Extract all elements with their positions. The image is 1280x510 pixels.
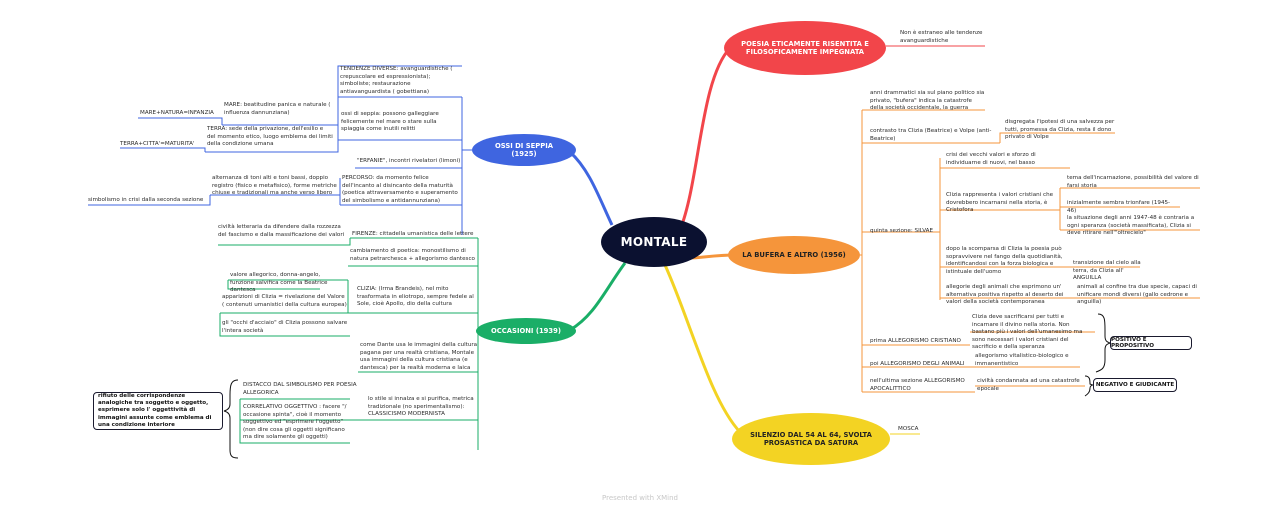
- branch-poesia[interactable]: POESIA ETICAMENTE RISENTITA E FILOSOFICA…: [724, 21, 886, 75]
- link-poesia: [678, 46, 732, 231]
- bufera-item-silvae[interactable]: quinta sezione: SILVAE: [870, 228, 934, 234]
- bufera-item-confine[interactable]: animali al confine tra due specie, capac…: [1077, 284, 1197, 306]
- ossi-item-maturita[interactable]: TERRA+CITTA'=MATURITA': [120, 141, 195, 147]
- positivo-box[interactable]: POSITIVO E PROPOSITIVO: [1110, 336, 1192, 350]
- occasioni-item-firenze[interactable]: FIRENZE: cittadella umanistica delle let…: [352, 231, 474, 237]
- branch-bufera[interactable]: LA BUFERA E ALTRO (1956): [728, 236, 860, 274]
- bufera-item-scomparsa[interactable]: dopo la scomparsa di Clizia la poesia pu…: [946, 246, 1063, 275]
- bufera-item-poi[interactable]: poi ALLEGORISMO DEGLI ANIMALI: [870, 361, 965, 367]
- bufera-item-ultima[interactable]: nell'ultima sezione ALLEGORISMO APOCALIT…: [870, 378, 965, 392]
- bufera-item-incarnazione[interactable]: tema dell'incarnazione, possibilità del …: [1067, 175, 1199, 189]
- bufera-item-contrasto[interactable]: contrasto tra Clizia (Beatrice) e Volpe …: [870, 128, 992, 142]
- occasioni-item-apparizioni[interactable]: apparizioni di Clizia = rivelazione del …: [222, 294, 347, 308]
- link-silenzio: [663, 264, 742, 434]
- ossi-item-tendenze[interactable]: TENDENZE DIVERSE: avanguardistiche ( cre…: [340, 66, 453, 95]
- bufera-item-sacrificio[interactable]: Clizia deve sacrificarsi per tutti e inc…: [972, 314, 1083, 351]
- rifiuto-box[interactable]: rifiuto delle corrispondenze analogiche …: [93, 392, 223, 430]
- bufera-item-allegorie[interactable]: allegorie degli animali che esprimono un…: [946, 284, 1064, 306]
- bufera-item-vitalistico[interactable]: allegorismo vitalistico-biologico e imma…: [975, 353, 1069, 367]
- occasioni-item-dante[interactable]: come Dante usa le immagini della cultura…: [360, 342, 478, 371]
- bufera-item-situazione[interactable]: la situazione degli anni 1947-48 è contr…: [1067, 215, 1195, 237]
- bracket-rifiuto: [223, 379, 239, 459]
- occasioni-item-clizia[interactable]: CLIZIA: (Irma Brandeis), nel mito trasfo…: [357, 286, 474, 308]
- bufera-item-anni[interactable]: anni drammatici sia sul piano politico s…: [870, 90, 985, 112]
- link-ossi: [568, 150, 614, 226]
- negativo-box[interactable]: NEGATIVO E GIUDICANTE: [1093, 378, 1177, 392]
- poesia-note[interactable]: Non è estraneo alle tendenze avanguardis…: [900, 30, 983, 44]
- ossi-item-infanzia[interactable]: MARE+NATURA=INFANZIA: [140, 110, 214, 116]
- ossi-item-alternanza[interactable]: alternanza di toni alti e toni bassi, do…: [212, 175, 337, 197]
- occasioni-item-cambiamento[interactable]: cambiamento di poetica: monostilismo di …: [350, 248, 475, 262]
- bufera-item-cristofora[interactable]: Clizia rappresenta i valori cristiani ch…: [946, 192, 1054, 214]
- silenzio-note[interactable]: MOSCA: [898, 426, 919, 432]
- ossi-item-mare[interactable]: MARE: beatitudine panica e naturale ( in…: [224, 102, 331, 116]
- occasioni-item-civilta[interactable]: civiltà letteraria da difendere dalla ro…: [218, 224, 345, 238]
- bufera-item-trionfare[interactable]: inizialmente sembra trionfare (1945-46): [1067, 200, 1171, 214]
- bufera-item-anguilla[interactable]: transizione dal cielo alla terra, da Cli…: [1073, 260, 1141, 282]
- ossi-item-simbolismo[interactable]: simbolismo in crisi dalla seconda sezion…: [88, 197, 204, 203]
- ossi-item-ossi[interactable]: ossi di seppia: possono galleggiare feli…: [341, 111, 439, 133]
- occasioni-item-stile[interactable]: lo stile si innalza e si purifica, metri…: [368, 396, 474, 418]
- bufera-item-disgregata[interactable]: disgregata l'ipotesi di una salvezza per…: [1005, 119, 1115, 141]
- occasioni-item-correlativo[interactable]: CORRELATIVO OGGETTIVO : facere "/ occasi…: [243, 404, 347, 441]
- occasioni-item-valore[interactable]: valore allegorico, donna-angelo, funzion…: [230, 272, 328, 294]
- bracket-positivo: [1095, 313, 1112, 373]
- bufera-item-catastrofe[interactable]: civiltà condannata ad una catastrofe epo…: [977, 378, 1080, 392]
- occasioni-item-distacco[interactable]: DISTACCO DAL SIMBOLISMO PER POESIA ALLEG…: [243, 382, 357, 396]
- ossi-item-terra[interactable]: TERRA: sede della privazione, dell'esili…: [207, 126, 333, 148]
- ossi-item-percorso[interactable]: PERCORSO: da momento felice dell'incanto…: [342, 175, 458, 204]
- branch-silenzio[interactable]: SILENZIO DAL 54 AL 64, SVOLTA PROSASTICA…: [732, 413, 890, 465]
- link-occasioni: [569, 262, 627, 332]
- ossi-item-erfanie[interactable]: "ERFANIE", incontri rivelatori (limoni): [357, 158, 461, 164]
- bufera-item-crisi[interactable]: crisi dei vecchi valori e sforzo di indi…: [946, 152, 1036, 166]
- branch-occasioni[interactable]: OCCASIONI (1939): [476, 318, 576, 344]
- occasioni-item-occhi[interactable]: gli "occhi d'acciaio" di Clizia possono …: [222, 320, 348, 334]
- bufera-item-prima[interactable]: prima ALLEGORISMO CRISTIANO: [870, 338, 961, 344]
- footer-watermark: Presented with XMind: [602, 494, 678, 502]
- central-topic[interactable]: MONTALE: [601, 217, 707, 267]
- branch-ossi[interactable]: OSSI DI SEPPIA (1925): [472, 134, 576, 166]
